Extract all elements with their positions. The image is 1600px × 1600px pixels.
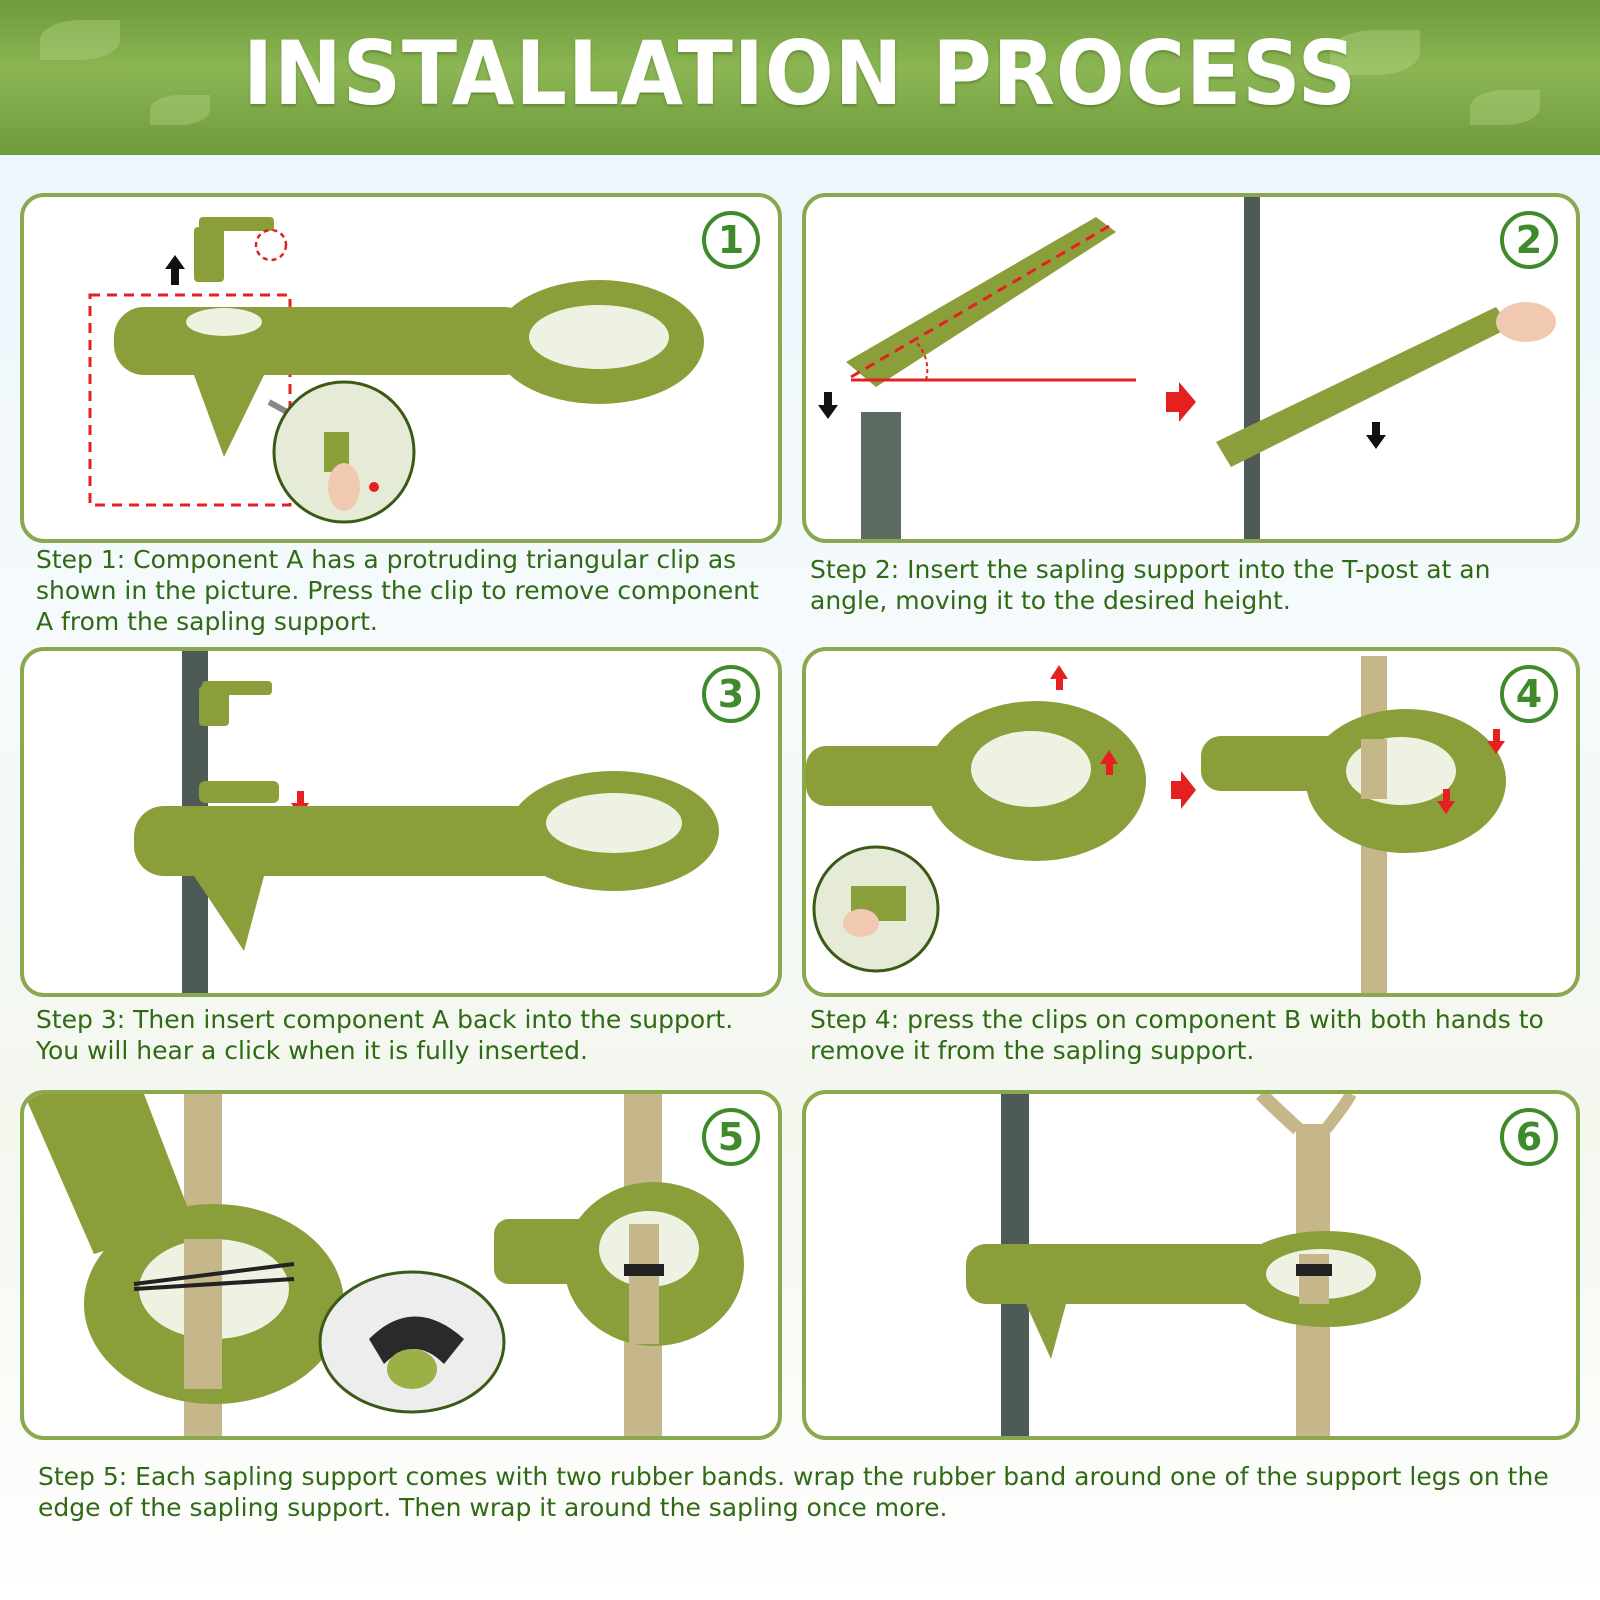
step-3-caption: Step 3: Then insert component A back int… [36, 1005, 734, 1065]
support-end-left [806, 701, 1146, 861]
support-end-right [1201, 709, 1506, 853]
step-number-badge: 3 [702, 665, 760, 723]
step-number-badge: 4 [1500, 665, 1558, 723]
t-post-lower [861, 412, 901, 539]
right-arrow-icon [1166, 382, 1196, 422]
dashed-guide-icon [88, 293, 292, 507]
step-2-illustration [818, 197, 1556, 539]
support-end-5 [494, 1182, 744, 1346]
step-1-panel: 1 [20, 193, 782, 543]
step-4-caption: Step 4: press the clips on component B w… [810, 1005, 1544, 1065]
step-number-badge: 1 [702, 211, 760, 269]
header-banner: INSTALLATION PROCESS [0, 0, 1600, 155]
step-2-panel: 2 [802, 193, 1580, 543]
up-arrow-icon [1100, 750, 1118, 775]
step-4-illustration [806, 656, 1506, 993]
component-a [199, 681, 279, 803]
down-arrow-icon [1437, 789, 1455, 814]
step-6-panel: 6 [802, 1090, 1580, 1440]
up-arrow-icon [165, 255, 185, 285]
page-title: INSTALLATION PROCESS [242, 22, 1358, 125]
t-post [1244, 197, 1260, 539]
up-arrow-icon [1050, 665, 1068, 690]
step-3-panel: 3 [20, 647, 782, 997]
installed-support [966, 1231, 1421, 1359]
tilted-support [846, 217, 1116, 387]
step-2-caption: Step 2: Insert the sapling support into … [810, 555, 1491, 615]
step-5-illustration [24, 1094, 744, 1436]
step-1-illustration [88, 217, 704, 524]
component-a [194, 217, 274, 282]
step-5-panel: 5 [20, 1090, 782, 1440]
step-3-illustration [134, 651, 719, 993]
step-number-badge: 5 [702, 1108, 760, 1166]
step-number-badge: 6 [1500, 1108, 1558, 1166]
clip-highlight-icon [254, 228, 288, 262]
down-arrow-icon [1366, 422, 1386, 449]
step-1-caption: Step 1: Component A has a protruding tri… [36, 545, 759, 636]
step-number-badge: 2 [1500, 211, 1558, 269]
step-5-caption: Step 5: Each sapling support comes with … [38, 1462, 1549, 1522]
step-4-panel: 4 [802, 647, 1580, 997]
lowered-support [1216, 307, 1511, 467]
sapling-support-1 [114, 280, 704, 457]
step-6-illustration [966, 1094, 1421, 1436]
sapling-support-3 [134, 771, 719, 951]
down-arrow-icon [1487, 729, 1505, 754]
right-arrow-icon [1171, 771, 1196, 809]
down-arrow-icon [818, 392, 838, 419]
